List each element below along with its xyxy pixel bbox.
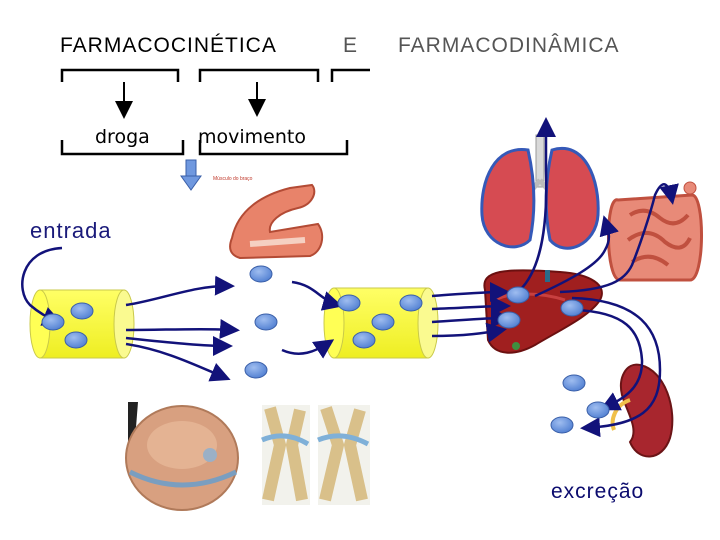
bracket-pk bbox=[62, 70, 370, 82]
arrow-mid-right bbox=[126, 329, 235, 330]
molecule bbox=[65, 332, 87, 348]
molecule bbox=[400, 295, 422, 311]
arrow-up-right bbox=[126, 286, 230, 305]
molecule bbox=[561, 300, 583, 316]
abdomen-image bbox=[125, 400, 240, 510]
kidney-image bbox=[613, 365, 673, 457]
bracket-lower bbox=[62, 140, 347, 154]
small-down-arrow bbox=[181, 160, 201, 190]
arm-muscle-image bbox=[230, 185, 322, 258]
molecule bbox=[42, 314, 64, 330]
molecule bbox=[507, 287, 529, 303]
molecule bbox=[551, 417, 573, 433]
molecule bbox=[498, 312, 520, 328]
molecule bbox=[250, 266, 272, 282]
molecule bbox=[71, 303, 93, 319]
molecule bbox=[372, 314, 394, 330]
lungs-image bbox=[482, 135, 598, 248]
molecule bbox=[255, 314, 277, 330]
arrow-to-target-2 bbox=[282, 342, 330, 354]
molecule bbox=[338, 295, 360, 311]
molecule bbox=[563, 375, 585, 391]
knee-joints-image bbox=[262, 405, 370, 505]
molecule bbox=[587, 402, 609, 418]
arrow-down-right-2 bbox=[126, 344, 226, 378]
molecule bbox=[245, 362, 267, 378]
arrow-down-right-1 bbox=[126, 338, 228, 346]
molecule bbox=[353, 332, 375, 348]
